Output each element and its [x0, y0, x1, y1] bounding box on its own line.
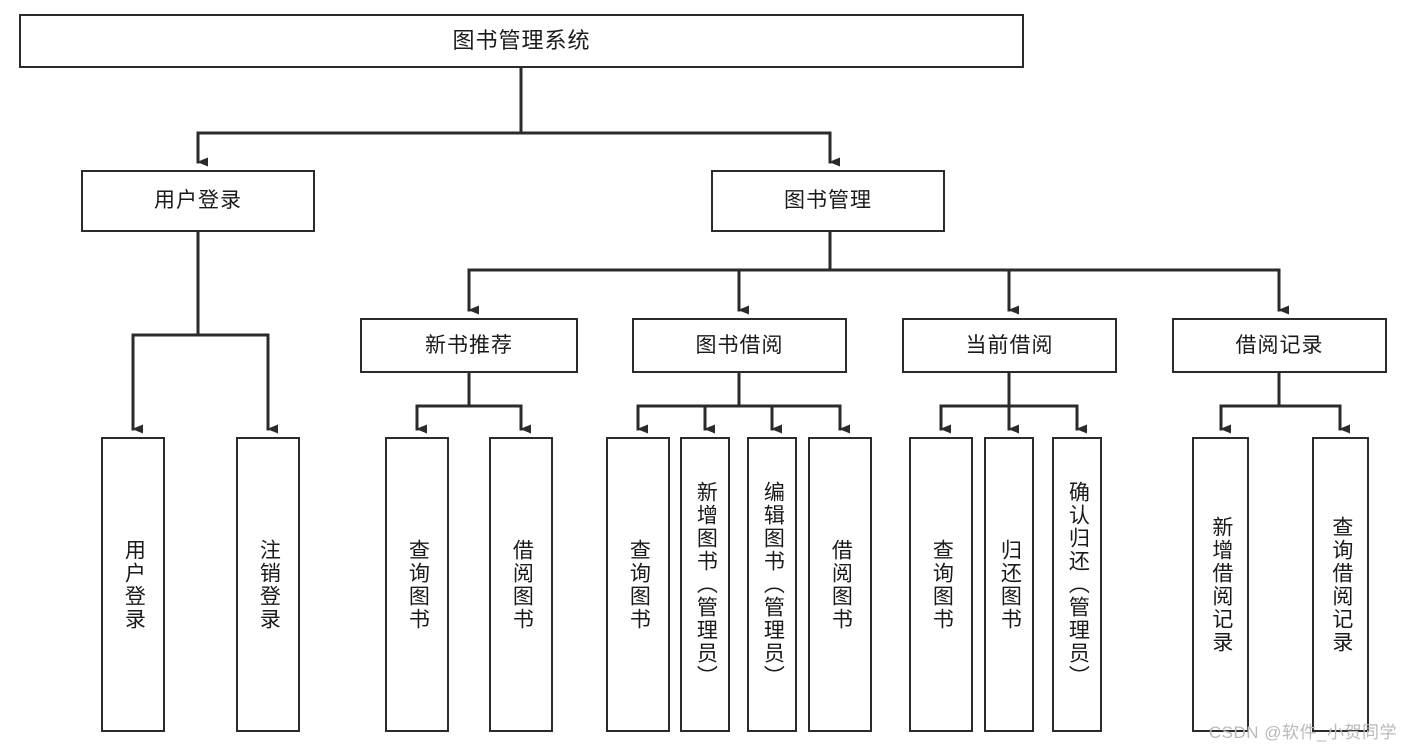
- node-root-label: 图书管理系统: [452, 27, 591, 53]
- node-user-login[interactable]: 用户登录: [81, 170, 315, 232]
- node-leaf-confirm-return[interactable]: 确认归还（管理员）: [1052, 437, 1102, 732]
- node-leaf-borrow-book-2[interactable]: 借阅图书: [808, 437, 872, 732]
- node-borrow-record-label: 借阅记录: [1235, 333, 1324, 357]
- node-leaf-user-logout-label: 注销登录: [257, 538, 281, 631]
- node-leaf-borrow-book-1-label: 借阅图书: [510, 538, 534, 631]
- node-leaf-add-record[interactable]: 新增借阅记录: [1192, 437, 1249, 732]
- node-leaf-query-book-2[interactable]: 查询图书: [606, 437, 670, 732]
- node-leaf-query-record[interactable]: 查询借阅记录: [1312, 437, 1369, 732]
- node-leaf-edit-book[interactable]: 编辑图书（管理员）: [747, 437, 797, 732]
- node-leaf-return-book[interactable]: 归还图书: [984, 437, 1034, 732]
- node-leaf-borrow-book-1[interactable]: 借阅图书: [489, 437, 553, 732]
- node-leaf-user-login[interactable]: 用户登录: [101, 437, 165, 732]
- node-leaf-query-book-3[interactable]: 查询图书: [909, 437, 973, 732]
- node-leaf-borrow-book-2-label: 借阅图书: [829, 538, 853, 631]
- csdn-watermark: CSDN @软件_小贺同学: [1208, 723, 1397, 742]
- node-root[interactable]: 图书管理系统: [19, 14, 1024, 68]
- node-current-borrow[interactable]: 当前借阅: [902, 318, 1117, 373]
- node-new-book-recommend-label: 新书推荐: [425, 333, 513, 357]
- node-leaf-query-record-label: 查询借阅记录: [1329, 515, 1353, 654]
- node-leaf-user-login-label: 用户登录: [122, 538, 146, 631]
- node-book-borrow[interactable]: 图书借阅: [632, 318, 847, 373]
- node-leaf-query-book-2-label: 查询图书: [627, 538, 651, 631]
- node-new-book-recommend[interactable]: 新书推荐: [360, 318, 578, 373]
- node-book-manage-label: 图书管理: [784, 189, 872, 213]
- node-book-manage[interactable]: 图书管理: [711, 170, 945, 232]
- node-leaf-add-record-label: 新增借阅记录: [1209, 515, 1233, 654]
- node-leaf-confirm-return-label: 确认归还（管理员）: [1066, 481, 1090, 688]
- node-leaf-query-book-3-label: 查询图书: [930, 538, 954, 631]
- node-book-borrow-label: 图书借阅: [695, 333, 784, 357]
- node-borrow-record[interactable]: 借阅记录: [1172, 318, 1387, 373]
- node-leaf-query-book-1-label: 查询图书: [406, 538, 430, 631]
- node-leaf-edit-book-label: 编辑图书（管理员）: [761, 481, 785, 688]
- node-current-borrow-label: 当前借阅: [965, 333, 1054, 357]
- node-leaf-return-book-label: 归还图书: [998, 538, 1022, 631]
- node-leaf-query-book-1[interactable]: 查询图书: [385, 437, 449, 732]
- node-leaf-user-logout[interactable]: 注销登录: [236, 437, 300, 732]
- node-leaf-add-book-label: 新增图书（管理员）: [694, 481, 718, 688]
- node-user-login-label: 用户登录: [154, 189, 242, 213]
- node-leaf-add-book[interactable]: 新增图书（管理员）: [680, 437, 730, 732]
